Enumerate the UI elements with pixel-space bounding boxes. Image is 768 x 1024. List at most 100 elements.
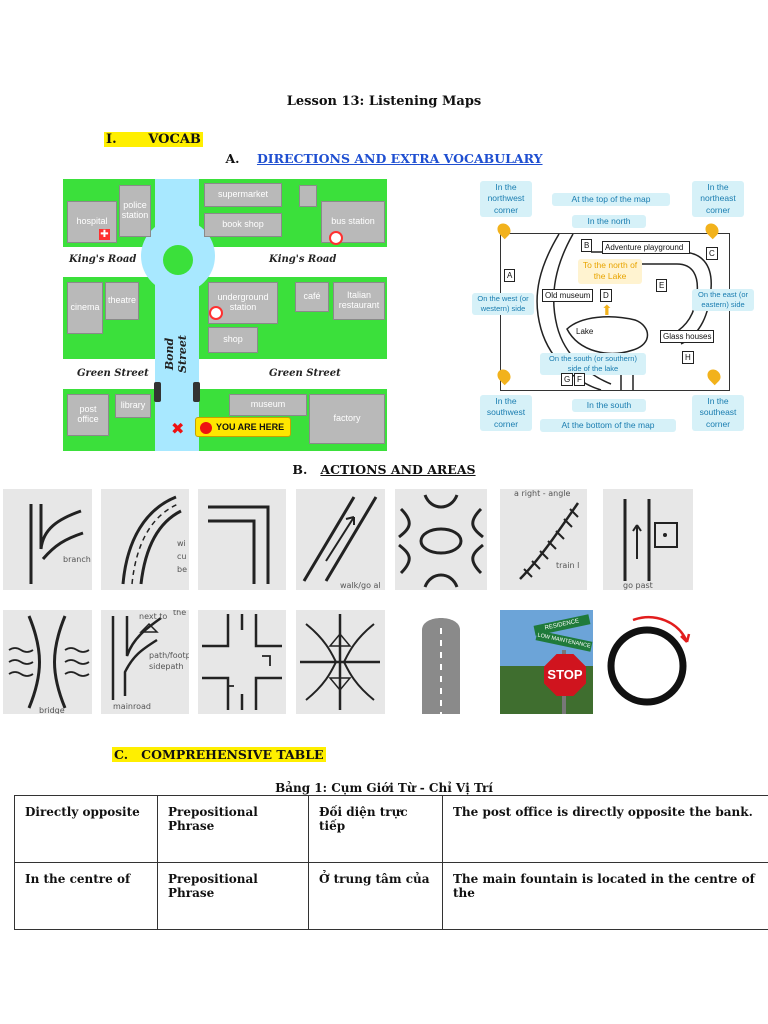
museum-building: museum <box>229 394 307 416</box>
bond-street-label: Bond Street <box>163 335 189 373</box>
tag-southeast: In the southeast corner <box>692 395 744 432</box>
police-station-building: police station <box>119 185 151 237</box>
section-c-number: C. <box>114 747 129 762</box>
train-line-thumb: a right - angle train l <box>500 489 587 590</box>
old-museum-box: Old museum <box>542 289 594 302</box>
letter-e: E <box>656 279 668 292</box>
road-thumb <box>420 610 462 714</box>
walk-along-thumb: walk/go al <box>296 489 385 590</box>
section-c-label: COMPREHENSIVE TABLE <box>141 747 324 762</box>
letter-d: D <box>600 289 612 302</box>
table-cell: Đối diện trực tiếp <box>308 795 443 863</box>
kings-road-label-left: King's Road <box>69 254 137 265</box>
tag-bottom-of-map: At the bottom of the map <box>540 419 676 433</box>
crossroads-thumb <box>198 610 286 714</box>
supermarket-building: supermarket <box>204 183 282 207</box>
tag-in-the-north: In the north <box>572 215 646 229</box>
the-label: the <box>173 610 187 617</box>
tag-north-of-lake: To the north of the Lake <box>578 259 642 284</box>
branch-thumb: branch <box>3 489 92 590</box>
tag-northwest: In the northwest corner <box>480 181 532 218</box>
traffic-light-icon <box>193 382 200 402</box>
section-c-heading: C. COMPREHENSIVE TABLE <box>112 747 326 762</box>
table-row: Directly opposite Prepositional Phrase Đ… <box>14 795 768 863</box>
adventure-playground-box: Adventure playground <box>602 241 690 254</box>
section-b-heading: B. ACTIONS AND AREAS <box>0 462 768 477</box>
factory-building: factory <box>309 394 385 444</box>
section-a-number: A. <box>225 151 240 166</box>
traffic-light-icon <box>154 382 161 402</box>
post-office-building: post office <box>67 394 109 436</box>
town-map: hospital ✚ police station supermarket bo… <box>63 179 387 451</box>
cafe-building: café <box>295 282 329 312</box>
section-b-number: B. <box>292 462 308 477</box>
right-angle-thumb <box>198 489 286 590</box>
table-cell: Prepositional Phrase <box>157 862 309 930</box>
stop-sign: STOP <box>544 654 586 696</box>
letter-a: A <box>504 269 516 282</box>
street-sign-low-maintenance: LOW MAINTENANCE <box>535 630 593 652</box>
bus-station-icon <box>329 231 343 245</box>
bridge-thumb: bridge <box>3 610 92 714</box>
path-label: path/footp sidepath <box>149 651 189 671</box>
interchange-thumb <box>296 610 385 714</box>
next-to-label: next to <box>139 612 168 621</box>
cinema-building: cinema <box>67 282 103 334</box>
table-row: In the centre of Prepositional Phrase Ở … <box>14 862 768 930</box>
tag-in-the-south: In the south <box>572 399 646 413</box>
tag-northeast: In the northeast corner <box>692 181 744 218</box>
train-label: train l <box>556 561 580 570</box>
preposition-table: Directly opposite Prepositional Phrase Đ… <box>14 795 768 930</box>
table-caption: Bảng 1: Cụm Giới Từ - Chỉ Vị Trí <box>275 781 493 795</box>
go-label: go past <box>623 581 653 590</box>
location-pin-icon <box>200 421 212 434</box>
library-building: library <box>115 394 151 418</box>
table-cell: In the centre of <box>14 862 158 930</box>
section-a-heading: A. DIRECTIONS AND EXTRA VOCABULARY <box>0 151 768 166</box>
letter-c: C <box>706 247 718 260</box>
you-are-here-label: You Are Here <box>195 417 291 437</box>
letter-b: B <box>581 239 593 252</box>
tag-west-side: On the west (or western) side <box>472 293 534 316</box>
letter-h: H <box>682 351 694 364</box>
table-cell: The post office is directly opposite the… <box>442 795 768 863</box>
shop-building: shop <box>208 327 258 353</box>
compass-map: In the northwest corner In the northeast… <box>470 173 754 438</box>
tag-east-side: On the east (or eastern) side <box>692 289 754 312</box>
section-i-number: I. <box>106 132 117 147</box>
table-cell: Directly opposite <box>14 795 158 863</box>
green-street-label-right: Green Street <box>269 368 341 379</box>
circle-arrow-thumb <box>603 610 693 714</box>
next-to-thumb: next to the path/footp sidepath mainroad <box>101 610 189 714</box>
bookshop-building: book shop <box>204 213 282 237</box>
go-past-thumb: go past <box>603 489 693 590</box>
letter-g: G <box>561 373 574 386</box>
green-street-label-left: Green Street <box>77 368 149 379</box>
mainroad-label: mainroad <box>113 702 151 711</box>
lesson-title: Lesson 13: Listening Maps <box>286 94 482 109</box>
street-sign-photo: RESIDENCE LOW MAINTENANCE STOP <box>500 610 593 714</box>
bridge-label: bridge <box>39 706 65 714</box>
section-a-link[interactable]: DIRECTIONS AND EXTRA VOCABULARY <box>256 151 543 166</box>
kings-road-label-right: King's Road <box>269 254 337 265</box>
green-street <box>63 359 387 389</box>
tag-south-of-lake: On the south (or southern) side of the l… <box>540 353 646 376</box>
section-b-label: ACTIONS AND AREAS <box>320 462 476 477</box>
underground-station-building: underground station <box>208 282 278 324</box>
letter-f: F <box>574 373 585 386</box>
table-cell: Ở trung tâm của <box>308 862 443 930</box>
curve-label: wi cu be <box>177 539 187 574</box>
section-i-label: VOCAB <box>148 132 201 147</box>
branch-label: branch <box>63 555 91 564</box>
italian-restaurant-building: Italian restaurant <box>333 282 385 320</box>
tag-top-of-map: At the top of the map <box>552 193 670 207</box>
tag-southwest: In the southwest corner <box>480 395 532 432</box>
angle-label: a right - angle <box>514 489 571 498</box>
underground-icon <box>209 306 223 320</box>
kings-road <box>63 247 387 277</box>
roundabout-centre <box>163 245 193 275</box>
table-cell: Prepositional Phrase <box>157 795 309 863</box>
glass-houses-box: Glass houses <box>660 330 715 343</box>
curve-thumb: wi cu be <box>101 489 189 590</box>
lake-label: Lake <box>576 327 594 336</box>
